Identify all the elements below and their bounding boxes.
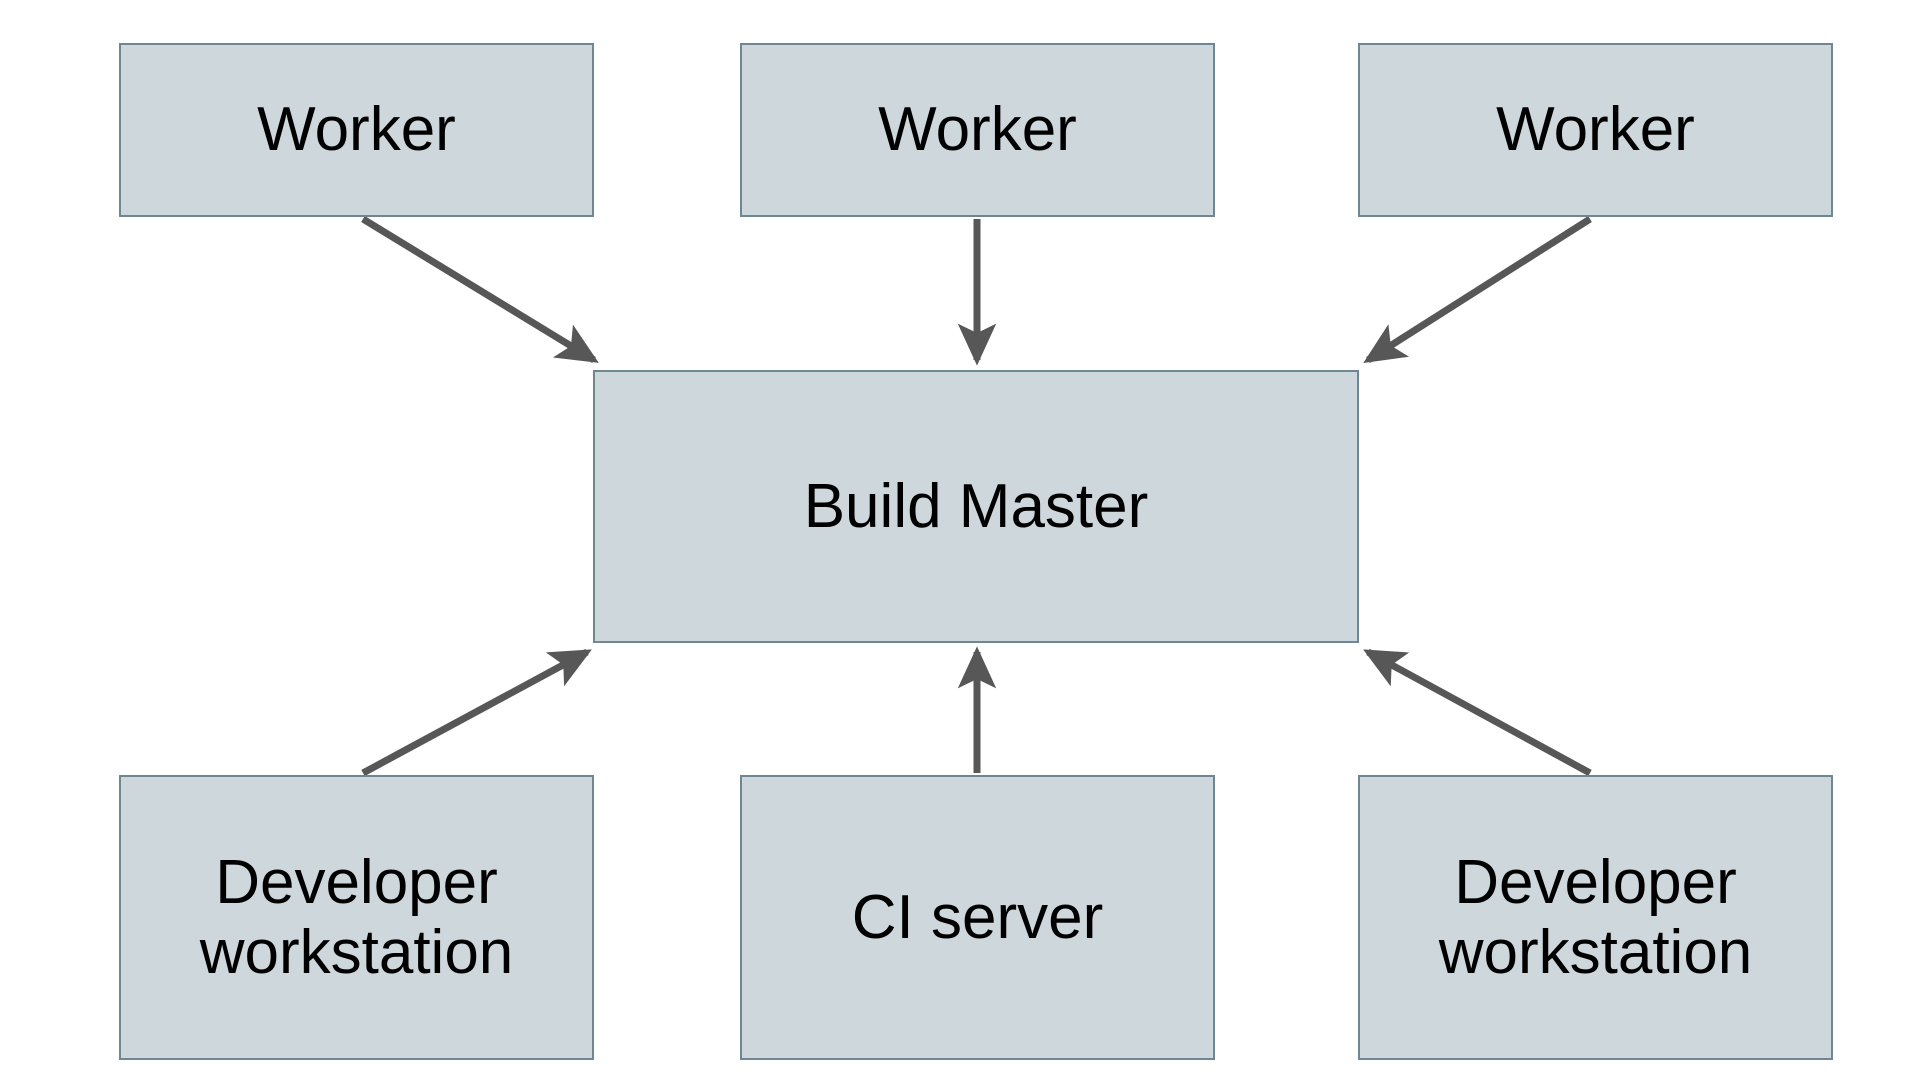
node-worker-2[interactable]: Worker	[740, 43, 1215, 217]
edge-dev-ws-2-to-build-master	[1363, 648, 1592, 777]
node-developer-workstation-1-label: Developer workstation	[199, 848, 514, 987]
edge-dev-ws-1-to-build-master	[361, 648, 592, 777]
node-developer-workstation-2[interactable]: Developer workstation	[1358, 775, 1833, 1060]
node-ci-server[interactable]: CI server	[740, 775, 1215, 1060]
node-ci-server-label: CI server	[851, 882, 1104, 952]
edge-worker-1-to-build-master	[361, 216, 599, 363]
node-worker-3-label: Worker	[1496, 95, 1695, 165]
node-developer-workstation-2-label: Developer workstation	[1438, 848, 1753, 987]
node-build-master-label: Build Master	[803, 471, 1149, 541]
node-build-master[interactable]: Build Master	[593, 370, 1359, 643]
node-worker-3[interactable]: Worker	[1358, 43, 1833, 217]
node-worker-1-label: Worker	[257, 95, 456, 165]
edge-worker-3-to-build-master	[1363, 216, 1592, 364]
node-worker-2-label: Worker	[878, 95, 1077, 165]
node-developer-workstation-1[interactable]: Developer workstation	[119, 775, 594, 1060]
node-worker-1[interactable]: Worker	[119, 43, 594, 217]
